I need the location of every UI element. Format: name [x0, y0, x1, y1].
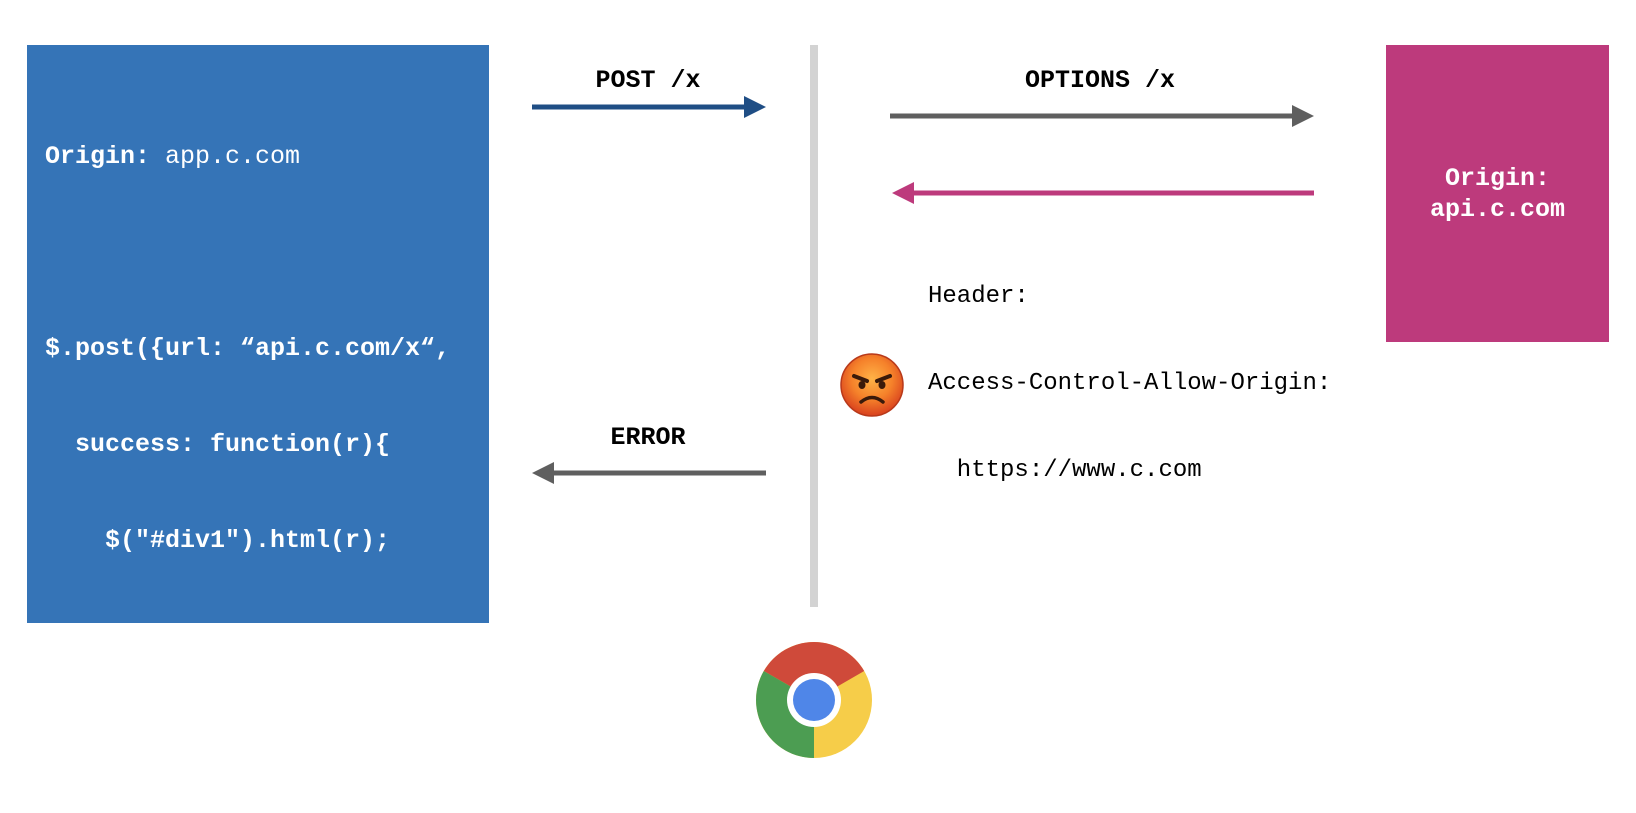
client-code-line: });	[45, 718, 91, 747]
client-origin-line: Origin: app.c.com	[45, 141, 450, 173]
response-header-line: https://www.c.com	[928, 457, 1202, 484]
chrome-icon	[756, 642, 872, 758]
server-origin-box: Origin: api.c.com	[1386, 45, 1609, 342]
client-code-block: Origin: app.c.com $.post({url: “api.c.co…	[45, 77, 450, 813]
client-origin-label: Origin:	[45, 142, 151, 171]
response-header-line: Access-Control-Allow-Origin:	[928, 370, 1332, 397]
error-response-label: ERROR	[610, 423, 686, 452]
client-code-line: }	[45, 622, 91, 651]
client-code-line: $.post({url: “api.c.com/x“,	[45, 334, 451, 363]
error-arrow	[532, 462, 766, 484]
response-header-line: Header:	[928, 283, 1029, 310]
client-code-line: success: function(r){	[45, 430, 391, 459]
browser-boundary-divider	[810, 45, 818, 607]
arrows-layer	[532, 96, 1314, 484]
server-origin-label: Origin:	[1444, 163, 1551, 193]
server-origin-value: api.c.com	[1429, 194, 1566, 224]
response-arrow	[892, 182, 1314, 204]
response-header-text: Header: Access-Control-Allow-Origin: htt…	[928, 224, 1331, 514]
server-origin-label-block: Origin: api.c.com	[1386, 163, 1609, 225]
client-code-line: $("#div1").html(r);	[45, 526, 391, 555]
options-arrow	[890, 105, 1314, 127]
angry-face-icon	[840, 353, 904, 417]
client-origin-box: Origin: app.c.com $.post({url: “api.c.co…	[27, 45, 489, 747]
post-request-label: POST /x	[595, 66, 701, 95]
client-origin-value: app.c.com	[150, 142, 301, 171]
options-request-label: OPTIONS /x	[1024, 66, 1176, 95]
post-arrow	[532, 96, 766, 118]
